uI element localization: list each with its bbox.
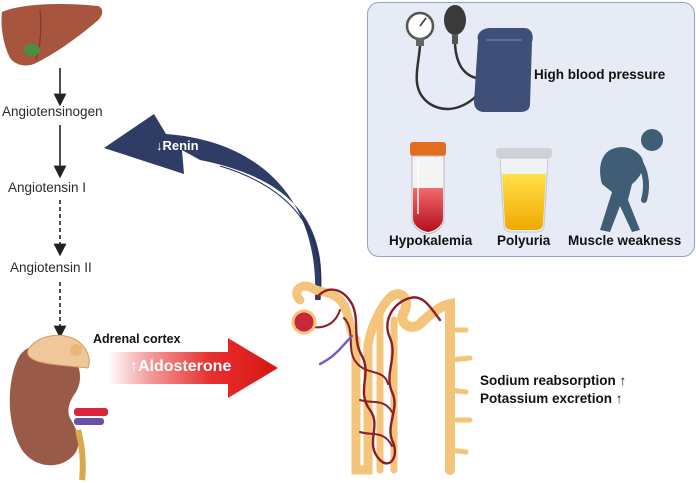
label-angiotensin-1: Angiotensin I (8, 180, 87, 195)
label-adrenal-cortex: Adrenal cortex (93, 332, 181, 346)
label-high-blood-pressure: High blood pressure (534, 67, 666, 82)
label-angiotensinogen: Angiotensinogen (2, 104, 103, 119)
liver-icon (1, 4, 103, 66)
blood-tube-icon (410, 142, 446, 235)
label-angiotensin-2: Angiotensin II (10, 260, 92, 275)
glomerulus-icon (291, 309, 317, 335)
blood-pressure-cuff-icon (405, 5, 533, 112)
label-aldosterone: ↑Aldosterone (130, 358, 232, 375)
kidney-adrenal-icon (9, 334, 108, 481)
label-renin: ↓Renin (156, 138, 199, 153)
muscle-weakness-person-icon (600, 129, 663, 232)
renin-arrow (104, 114, 322, 300)
label-polyuria: Polyuria (497, 233, 551, 248)
aldosterone-arrow (108, 338, 278, 398)
nephron-icon (292, 281, 473, 475)
urine-cup-icon (496, 148, 552, 233)
label-hypokalemia: Hypokalemia (389, 233, 473, 248)
label-muscle-weakness: Muscle weakness (568, 233, 682, 248)
label-potassium-excretion: Potassium excretion ↑ (480, 391, 623, 406)
label-sodium-reabsorption: Sodium reabsorption ↑ (480, 373, 627, 388)
